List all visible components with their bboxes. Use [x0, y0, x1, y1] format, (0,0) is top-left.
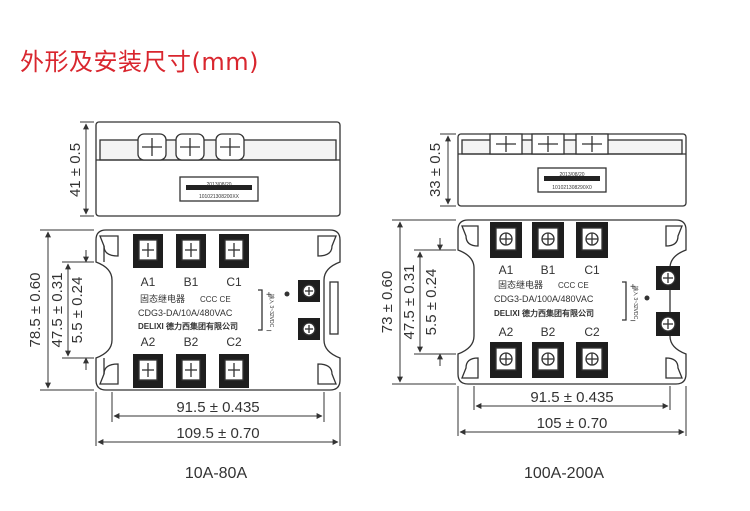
right-dim-width-mount: 91.5 ± 0.435: [530, 389, 613, 406]
right-drawing: [392, 133, 687, 436]
right-terminal-b2: [532, 342, 564, 378]
right-input-terminal-plus: [656, 266, 680, 290]
right-side-view: [457, 133, 687, 207]
right-brand: DELIXI 德力西集团有限公司: [494, 308, 594, 318]
right-side-screw-2: [531, 133, 565, 155]
left-dim-width-mount: 91.5 ± 0.435: [176, 399, 259, 416]
left-dim-height-mount: 47.5 ± 0.31: [49, 273, 66, 348]
left-side-screw-1: [137, 133, 167, 161]
right-dim-height-small: 5.5 ± 0.24: [423, 269, 440, 336]
right-model: CDG3-DA/100A/480VAC: [494, 294, 594, 304]
left-side-screw-3: [215, 133, 245, 161]
left-label-c1: C1: [226, 275, 242, 289]
left-terminal-b1: [176, 234, 206, 268]
left-side-screw-2: [175, 133, 205, 161]
right-dim-height-mount: 47.5 ± 0.31: [401, 265, 418, 340]
left-label-b2: B2: [184, 335, 199, 349]
right-label-c1: C1: [584, 263, 600, 277]
left-label-a2: A2: [141, 335, 156, 349]
right-product-name: 固态继电器: [498, 279, 543, 290]
left-label-c2: C2: [226, 335, 242, 349]
right-input-terminal-minus: [656, 312, 680, 336]
left-drawing: [40, 121, 341, 446]
left-dim-height-total: 78.5 ± 0.60: [27, 273, 44, 348]
left-dim-height-small: 5.5 ± 0.24: [69, 277, 86, 344]
left-minus-mark: −: [266, 326, 272, 337]
left-terminal-b2: [176, 354, 206, 388]
right-dim-width-total: 105 ± 0.70: [537, 415, 608, 432]
right-terminal-a1: [490, 222, 522, 258]
left-caption: 10A-80A: [185, 465, 248, 482]
right-minus-mark: −: [630, 316, 636, 327]
left-terminal-a1: [133, 234, 163, 268]
left-input-terminal-minus: [298, 318, 320, 340]
left-label-code: 101021308200XX: [199, 194, 240, 200]
right-label-date: 2013/08/20: [559, 172, 584, 178]
right-cert-marks: CCC CE: [558, 281, 589, 290]
left-top-view: [95, 229, 341, 391]
left-terminal-c2: [219, 354, 249, 388]
right-led: [644, 295, 650, 301]
right-terminal-c2: [576, 342, 608, 378]
right-terminal-b1: [532, 222, 564, 258]
right-dim-height-top: 33 ± 0.5: [427, 143, 444, 197]
left-dimension-lines: [40, 121, 341, 446]
left-cert-marks: CCC CE: [200, 295, 231, 304]
right-terminal-c1: [576, 222, 608, 258]
left-brand: DELIXI 德力西集团有限公司: [138, 321, 238, 331]
right-side-screw-3: [575, 133, 609, 155]
left-label-b1: B1: [184, 275, 199, 289]
right-top-view: [457, 219, 687, 385]
right-label-a2: A2: [499, 325, 514, 339]
right-dimension-lines: [392, 133, 687, 436]
right-caption: 100A-200A: [524, 465, 604, 482]
right-side-screw-1: [489, 133, 523, 155]
left-plus-mark: +: [266, 290, 272, 301]
left-side-view: [95, 121, 341, 217]
right-plus-mark: +: [630, 282, 636, 293]
left-product-name: 固态继电器: [140, 293, 185, 304]
left-input-spec: 输入 3~32VDC: [268, 294, 275, 328]
right-label-a1: A1: [499, 263, 514, 277]
left-terminal-c1: [219, 234, 249, 268]
page-title: 外形及安装尺寸(mm): [20, 48, 259, 76]
left-label-a1: A1: [141, 275, 156, 289]
right-terminal-a2: [490, 342, 522, 378]
left-input-terminal-plus: [298, 280, 320, 302]
right-label-code: 101021308290X0: [552, 185, 592, 191]
right-dim-height-total: 73 ± 0.60: [379, 271, 396, 333]
left-dim-width-total: 109.5 ± 0.70: [176, 425, 259, 442]
left-led: [284, 291, 290, 297]
right-label-c2: C2: [584, 325, 600, 339]
left-terminal-a2: [133, 354, 163, 388]
left-dim-height-top: 41 ± 0.5: [67, 143, 84, 197]
left-model: CDG3-DA/10A/480VAC: [138, 308, 233, 318]
right-label-b2: B2: [541, 325, 556, 339]
right-input-spec: 输入 3~32VDC: [632, 286, 639, 320]
right-label-b1: B1: [541, 263, 556, 277]
left-label-date: 2013/08/20: [206, 182, 231, 188]
